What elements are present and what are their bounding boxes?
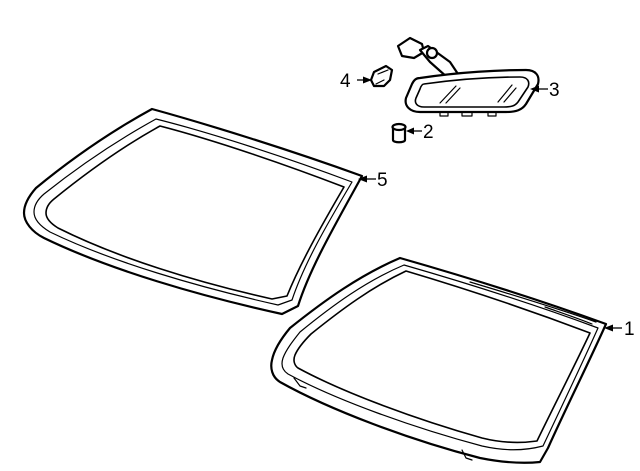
windshield-glass [293, 270, 591, 444]
arrowhead-1 [604, 324, 613, 332]
windshield-left-notch [293, 377, 307, 389]
mirror-reflection-2 [445, 87, 461, 104]
rearview-mirror [396, 36, 540, 117]
arrowhead-4 [363, 76, 372, 84]
rear-window [22, 107, 364, 316]
mirror-button-top [391, 122, 407, 132]
mirror-reflection-1 [439, 85, 457, 104]
callout-label-3: 3 [549, 80, 560, 101]
mirror-reflection-3 [497, 84, 513, 103]
mirror-cover [369, 64, 394, 88]
windshield-top-molding-inner [544, 306, 593, 325]
mirror-bottom-tabs [439, 111, 497, 117]
arrowhead-5 [358, 175, 367, 183]
windshield [270, 256, 608, 464]
callout-3: 3 [530, 80, 560, 101]
callout-label-1: 1 [624, 319, 635, 340]
windshield-top-molding [469, 281, 597, 323]
rear-window-frit-band [33, 118, 353, 306]
callout-2: 2 [406, 122, 434, 143]
callout-label-4: 4 [340, 71, 351, 92]
callout-label-2: 2 [423, 122, 434, 143]
rear-window-glass [45, 125, 345, 300]
arrowhead-3 [530, 85, 539, 93]
mirror-mount-bracket [396, 36, 426, 60]
arrowhead-2 [406, 127, 414, 135]
callout-label-5: 5 [377, 170, 388, 191]
windshield-bottom-notch [461, 449, 473, 461]
windshield-frit-band [281, 264, 599, 451]
mirror-mount-button [391, 122, 407, 144]
mirror-cover-edge [375, 69, 389, 85]
callout-1: 1 [604, 319, 635, 340]
callout-4: 4 [340, 71, 372, 92]
mirror-pivot [425, 46, 439, 60]
callout-5: 5 [358, 170, 388, 191]
mirror-cover-body [369, 64, 394, 88]
mirror-reflection-4 [503, 87, 517, 103]
mirror-button-body [391, 125, 407, 144]
